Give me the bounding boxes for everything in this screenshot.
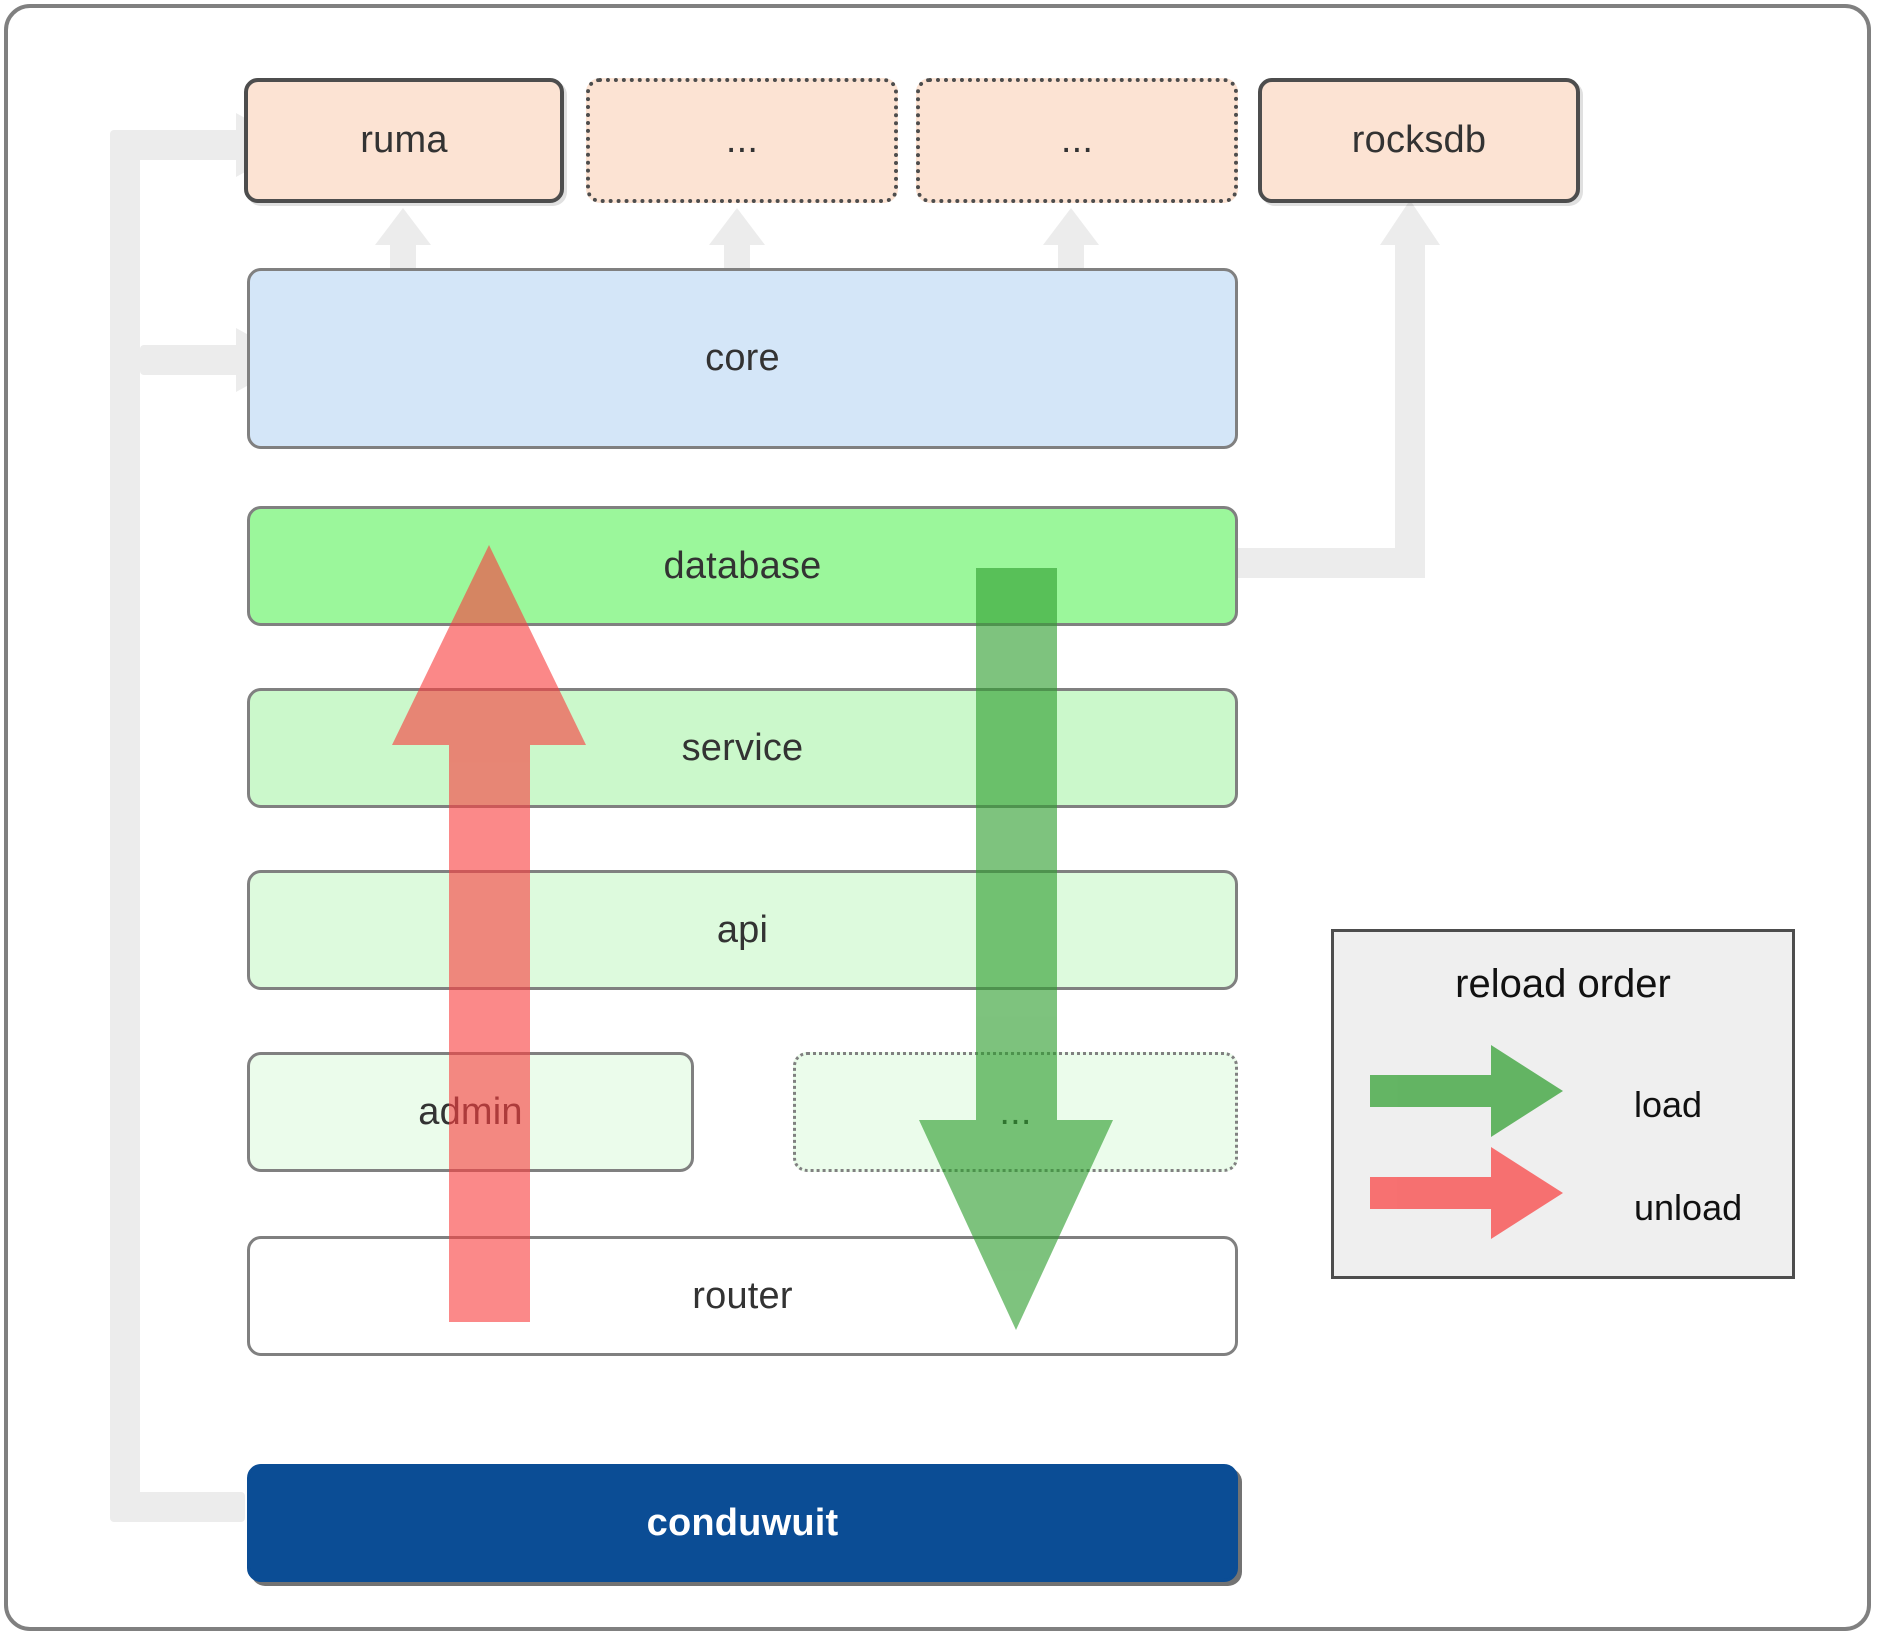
node-lib-ellipsis-1[interactable]: ...	[586, 78, 898, 203]
diagram-frame	[4, 4, 1871, 1631]
layer-ellipsis-label: ...	[999, 1090, 1032, 1133]
layer-admin-label: admin	[418, 1090, 523, 1133]
layer-router[interactable]: router	[247, 1236, 1238, 1356]
node-rocksdb-label: rocksdb	[1351, 119, 1487, 161]
layer-api-label: api	[716, 908, 769, 951]
node-lib-ellipsis-2-label: ...	[1060, 119, 1094, 161]
layer-database[interactable]: database	[247, 506, 1238, 626]
layer-admin[interactable]: admin	[247, 1052, 694, 1172]
legend-label-load: load	[1634, 1084, 1703, 1125]
legend-label-unload: unload	[1634, 1187, 1743, 1228]
node-ruma-label: ruma	[360, 119, 448, 161]
legend-load-arrow-icon	[1370, 1045, 1563, 1137]
layer-api[interactable]: api	[247, 870, 1238, 990]
legend-title: reload order	[1455, 962, 1671, 1006]
layer-service[interactable]: service	[247, 688, 1238, 808]
layer-database-label: database	[663, 544, 822, 587]
legend-arrows	[1370, 1045, 1563, 1239]
legend-unload-arrow-icon	[1370, 1147, 1563, 1239]
layer-core-label: core	[705, 337, 780, 379]
node-conduwuit[interactable]: conduwuit	[247, 1464, 1238, 1582]
node-lib-ellipsis-2[interactable]: ...	[916, 78, 1238, 203]
layer-router-label: router	[692, 1274, 793, 1317]
node-rocksdb[interactable]: rocksdb	[1258, 78, 1580, 203]
node-lib-ellipsis-1-label: ...	[725, 119, 759, 161]
layer-ellipsis[interactable]: ...	[793, 1052, 1238, 1172]
layer-service-label: service	[681, 726, 804, 769]
layer-core[interactable]: core	[247, 268, 1238, 449]
node-ruma[interactable]: ruma	[244, 78, 564, 203]
node-conduwuit-label: conduwuit	[646, 1501, 839, 1544]
legend-box: reload order load unload	[1331, 929, 1795, 1279]
